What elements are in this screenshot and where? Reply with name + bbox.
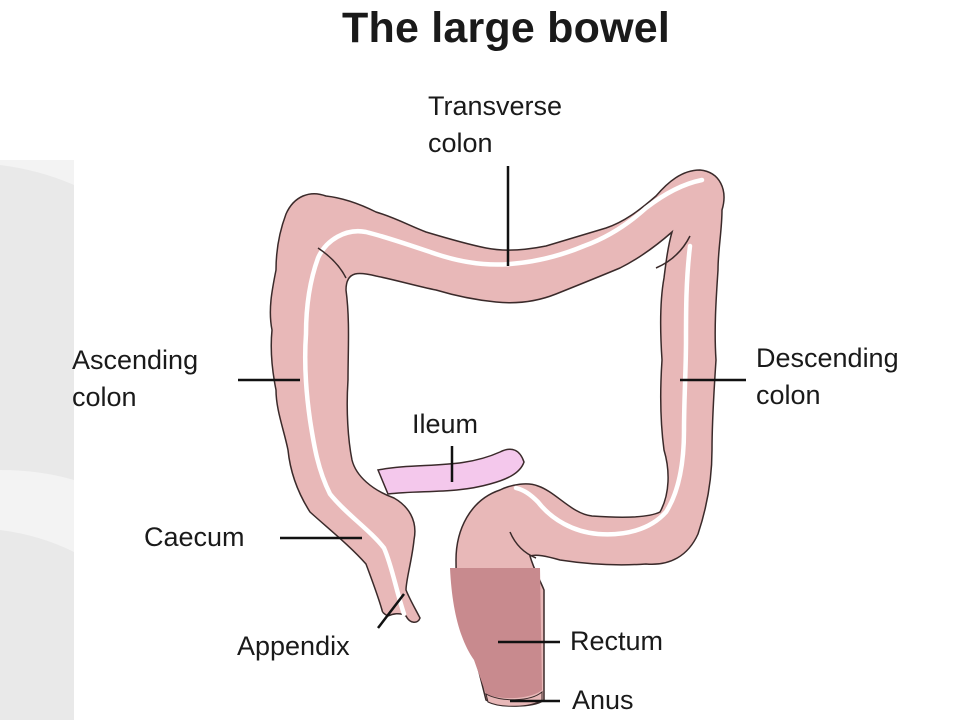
label-ascending-colon: Ascending colon — [72, 342, 198, 416]
rectum-shape — [450, 568, 542, 699]
side-decoration — [0, 160, 74, 720]
lumen-line — [302, 177, 705, 617]
leader-appendix — [377, 593, 405, 629]
label-ascending-line1: Ascending — [72, 345, 199, 375]
flexure-line-left — [317, 247, 347, 279]
rectum-fold-line — [509, 531, 537, 559]
label-transverse-line2: colon — [428, 128, 493, 158]
label-appendix: Appendix — [237, 631, 350, 661]
diagram-title: The large bowel — [342, 4, 670, 52]
label-ascending-line2: colon — [72, 382, 137, 412]
label-transverse-line1: Transverse — [428, 91, 563, 121]
flexure-line-right — [655, 235, 691, 269]
label-rectum: Rectum — [570, 626, 664, 656]
label-descending-colon: Descending colon — [756, 340, 899, 414]
label-anus: Anus — [572, 685, 634, 715]
label-ileum: Ileum — [412, 409, 479, 439]
label-descending-line2: colon — [756, 380, 821, 410]
lumen-line-descending — [513, 243, 693, 537]
label-transverse-colon: Transverse colon — [428, 88, 562, 162]
label-descending-line1: Descending — [756, 343, 899, 373]
label-caecum: Caecum — [144, 522, 245, 552]
